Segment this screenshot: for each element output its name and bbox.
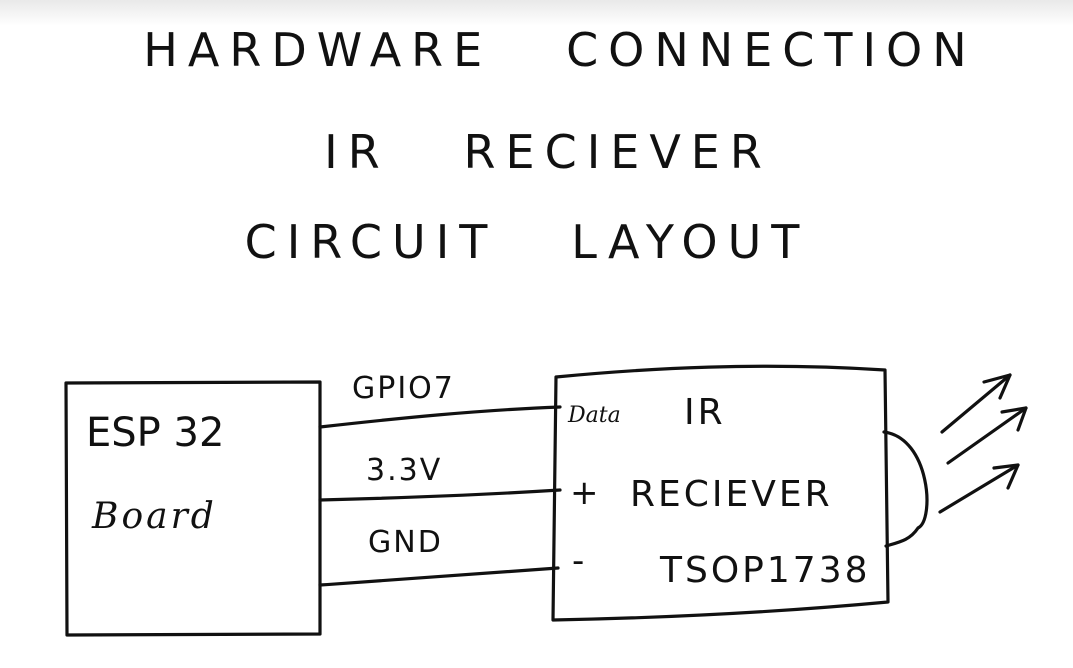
wire-gpio7 [318,405,562,429]
title-circuit-layout: CIRCUIT LAYOUT [245,215,810,269]
receiver-reciever-label: RECIEVER [630,474,833,515]
ir-receiver-box [551,364,890,622]
pin-plus-label: + [570,473,599,513]
label-gnd: GND [368,525,443,560]
title-ir-receiver: IR RECIEVER [324,125,772,179]
label-gpio7: GPIO7 [352,371,455,406]
esp32-board-label: Board [91,496,217,537]
pin-data-label: Data [567,403,621,428]
wire-3v3 [318,488,562,502]
esp32-label: ESP 32 [86,410,224,456]
top-shadow [0,0,1073,26]
receiver-tsop-label: TSOP1738 [659,550,871,591]
label-3v3: 3.3V [366,453,442,488]
title-hardware-connection: HARDWARE CONNECTION [143,23,976,77]
receiver-ir-label: IR [684,392,726,433]
esp32-board-box [64,380,322,637]
pin-minus-label: - [572,541,584,581]
receiver-lens [882,430,929,548]
wire-gnd [318,566,560,587]
ir-rays-icon [938,373,1028,514]
